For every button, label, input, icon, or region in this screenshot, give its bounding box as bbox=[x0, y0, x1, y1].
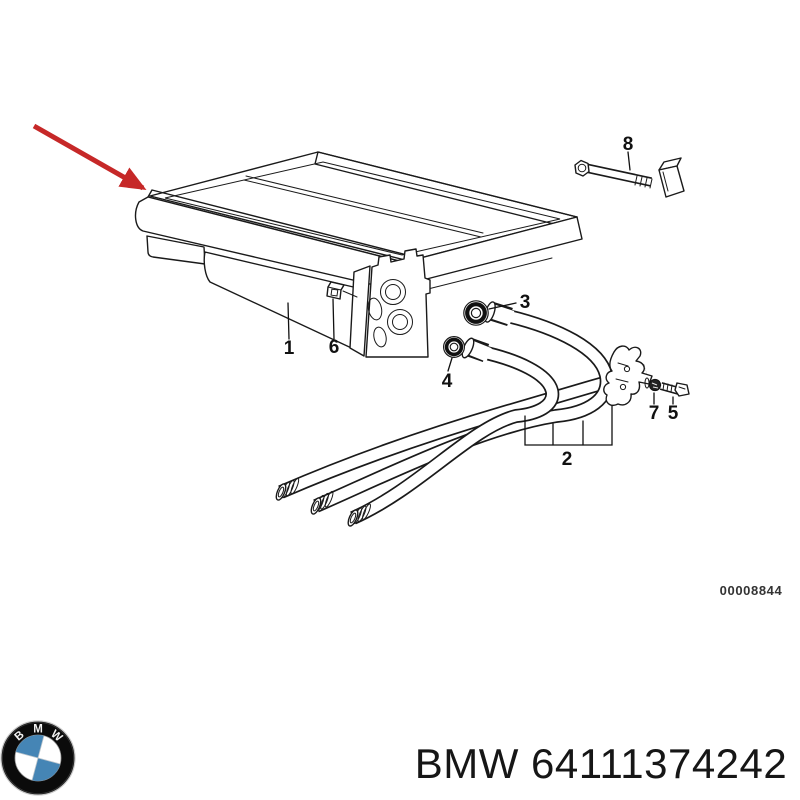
radiator-lower-panel bbox=[203, 251, 367, 353]
pipe-3 bbox=[350, 345, 560, 525]
plate-boss-3 bbox=[367, 297, 383, 321]
bmw-logo: B M W bbox=[0, 720, 76, 796]
radiator-tab bbox=[146, 235, 206, 265]
bmw-logo-quadrants bbox=[15, 735, 61, 781]
leader-lines bbox=[287, 151, 674, 446]
part-label-8: 8 bbox=[623, 134, 634, 155]
o-ring-large bbox=[463, 300, 489, 326]
drawing-code: 00008844 bbox=[720, 583, 783, 598]
radiator-tank-band bbox=[134, 196, 408, 292]
part-label-1: 1 bbox=[284, 338, 295, 359]
end-plate-side bbox=[349, 265, 371, 357]
heater-radiator bbox=[134, 151, 583, 358]
part-label-6: 6 bbox=[329, 337, 340, 358]
pipe-fitting-lower bbox=[461, 337, 492, 362]
part-label-3: 3 bbox=[520, 292, 531, 313]
heater-pipes bbox=[275, 301, 648, 527]
bmw-logo-letter-m: M bbox=[33, 724, 43, 736]
plate-boss-2-inner bbox=[392, 314, 408, 330]
plate-boss-2-outer bbox=[387, 309, 413, 335]
bracket-bolt bbox=[659, 382, 690, 397]
pipe-2 bbox=[313, 309, 614, 513]
pipe-1 bbox=[278, 364, 648, 499]
o-ring-small bbox=[443, 336, 466, 359]
plate-boss-1-inner bbox=[385, 284, 401, 300]
part-label-5: 5 bbox=[668, 403, 679, 424]
part-label-7: 7 bbox=[649, 403, 660, 424]
plate-boss-1-outer bbox=[380, 279, 406, 305]
plate-boss-4 bbox=[373, 326, 387, 348]
radiator-top-divider bbox=[243, 179, 482, 238]
pipe-end-ribs bbox=[275, 477, 371, 527]
retaining-clip bbox=[326, 281, 358, 300]
red-pointer-arrow bbox=[32, 123, 147, 191]
radiator-frame-inner bbox=[164, 161, 561, 256]
part-label-2: 2 bbox=[562, 449, 573, 470]
radiator-top-divider-2 bbox=[245, 175, 484, 234]
pipe-bracket bbox=[603, 345, 653, 406]
long-bolt bbox=[574, 157, 685, 198]
part-label-4: 4 bbox=[442, 371, 453, 392]
part-number-caption: BMW 64111374242 bbox=[415, 740, 788, 787]
radiator-right-core-line bbox=[415, 257, 553, 293]
bracket-nut bbox=[644, 377, 662, 392]
